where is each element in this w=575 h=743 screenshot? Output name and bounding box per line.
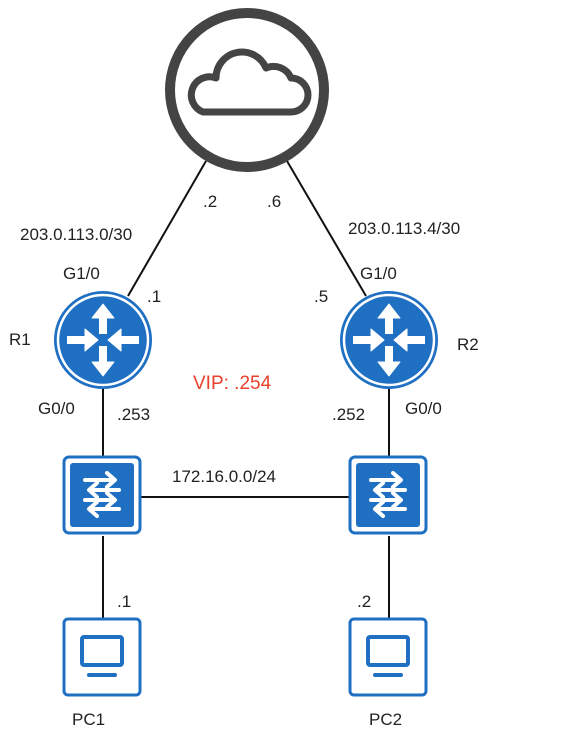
r2-wan-interface-label: G1/0: [360, 264, 397, 283]
cloud-r2-ip-label: .6: [267, 192, 281, 211]
switch-2[interactable]: [348, 455, 428, 535]
router-r1[interactable]: [54, 291, 152, 389]
pc2-ip-label: .2: [357, 592, 371, 611]
router-r2[interactable]: [340, 291, 438, 389]
r1-wan-interface-label: G1/0: [63, 264, 100, 283]
r2-name-label: R2: [457, 335, 479, 354]
cloud-r1-ip-label: .2: [203, 192, 217, 211]
cloud-icon: [187, 48, 312, 116]
pc1[interactable]: [62, 617, 142, 697]
r2-lan-interface-label: G0/0: [405, 399, 442, 418]
r1-lan-ip-label: .253: [117, 405, 150, 424]
switch-1[interactable]: [62, 455, 142, 535]
monitor-icon: [80, 635, 124, 677]
monitor-icon: [366, 635, 410, 677]
lan-subnet-label: 172.16.0.0/24: [172, 467, 276, 486]
internet-cloud[interactable]: [165, 8, 329, 172]
r1-name-label: R1: [9, 330, 31, 349]
r1-wan-ip-label: .1: [147, 287, 161, 306]
link-cloud-r2: [286, 160, 367, 297]
vip-label: VIP: .254: [193, 373, 272, 394]
pc2-name-label: PC2: [369, 710, 402, 729]
pc1-name-label: PC1: [72, 710, 105, 729]
pc1-ip-label: .1: [117, 592, 131, 611]
link-cloud-r1: [127, 160, 207, 297]
r2-lan-ip-label: .252: [332, 405, 365, 424]
r1-wan-subnet-label: 203.0.113.0/30: [20, 225, 132, 244]
r2-wan-ip-label: .5: [314, 287, 328, 306]
pc2[interactable]: [348, 617, 428, 697]
r1-lan-interface-label: G0/0: [38, 399, 75, 418]
r2-wan-subnet-label: 203.0.113.4/30: [348, 219, 460, 238]
